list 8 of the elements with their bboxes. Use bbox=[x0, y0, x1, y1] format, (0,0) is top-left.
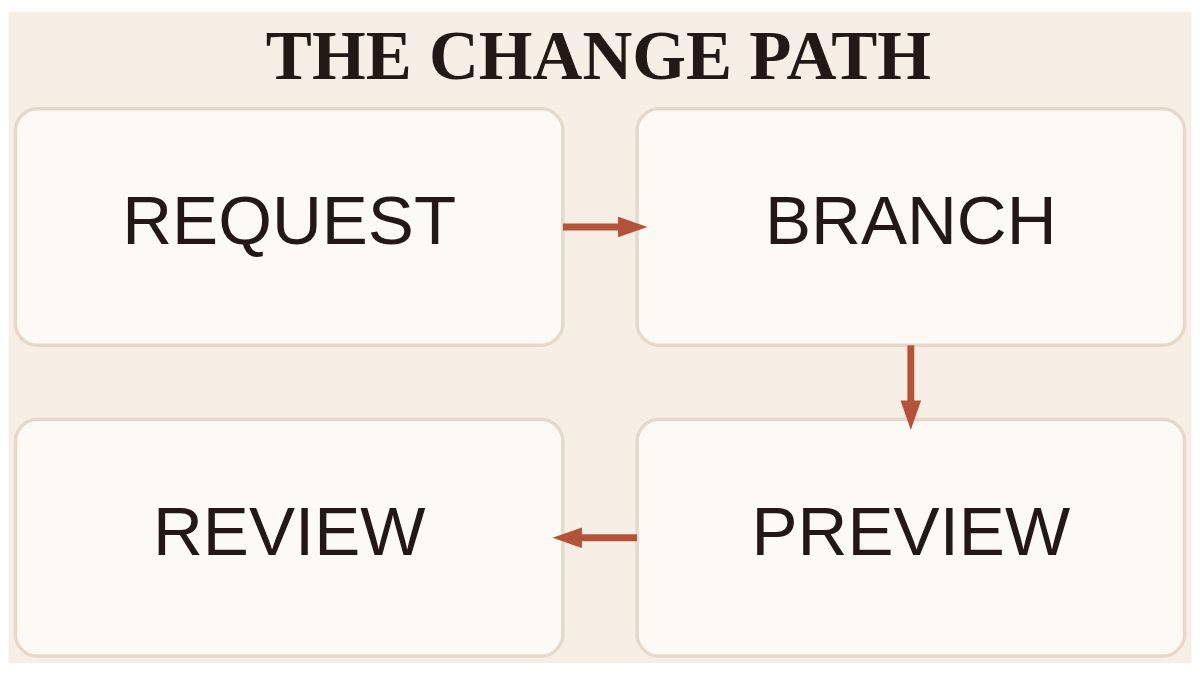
diagram-title: THE CHANGE PATH bbox=[265, 17, 931, 95]
arrow bbox=[900, 345, 922, 430]
arrow bbox=[552, 527, 637, 549]
node-box: BRANCH bbox=[635, 106, 1187, 347]
arrow bbox=[562, 216, 648, 238]
node-box: REVIEW bbox=[13, 417, 565, 658]
node-box: PREVIEW bbox=[635, 417, 1187, 658]
node-box: REQUEST bbox=[13, 106, 565, 347]
